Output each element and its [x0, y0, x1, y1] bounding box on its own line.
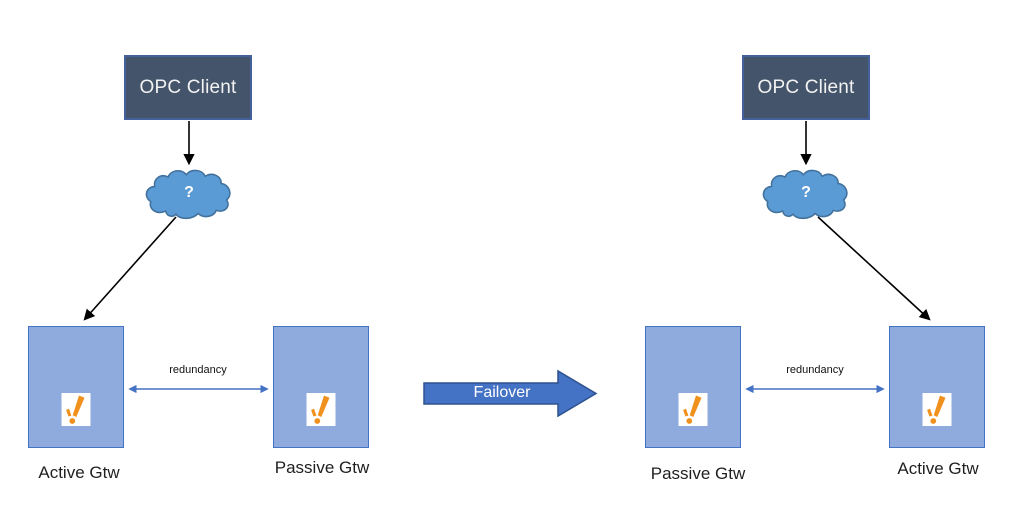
opc-router-icon [678, 393, 708, 426]
passive-gateway-box [273, 326, 369, 448]
active-gateway-label: Active Gtw [38, 463, 120, 482]
cloud-to-active-gateway-arrow [83, 216, 177, 321]
passive-gateway-box [645, 326, 741, 448]
passive-gateway-label: Passive Gtw [650, 464, 746, 483]
cloud-question-label: ? [801, 184, 811, 201]
cloud-to-active-gateway-arrow [817, 216, 931, 321]
orange-exclamation-icon [683, 395, 702, 424]
orange-exclamation-icon [311, 395, 330, 424]
active-gateway-label: Active Gtw [897, 459, 979, 478]
failover-arrow-label: Failover [473, 384, 531, 401]
active-gateway-box [28, 326, 124, 448]
active-gateway-box [889, 326, 985, 448]
opc-client-box: OPC Client [742, 55, 870, 120]
opc-router-icon [61, 393, 91, 426]
opc-router-icon [922, 393, 952, 426]
opc-client-box: OPC Client [124, 55, 252, 120]
orange-exclamation-icon [927, 395, 946, 424]
orange-exclamation-icon [66, 395, 85, 424]
opc-client-label: OPC Client [757, 76, 855, 98]
passive-gateway-label: Passive Gtw [274, 458, 370, 477]
cloud-question-label: ? [184, 184, 194, 201]
redundancy-label: redundancy [169, 364, 227, 376]
opc-client-label: OPC Client [139, 76, 237, 98]
opc-router-icon [306, 393, 336, 426]
redundancy-label: redundancy [786, 364, 844, 376]
